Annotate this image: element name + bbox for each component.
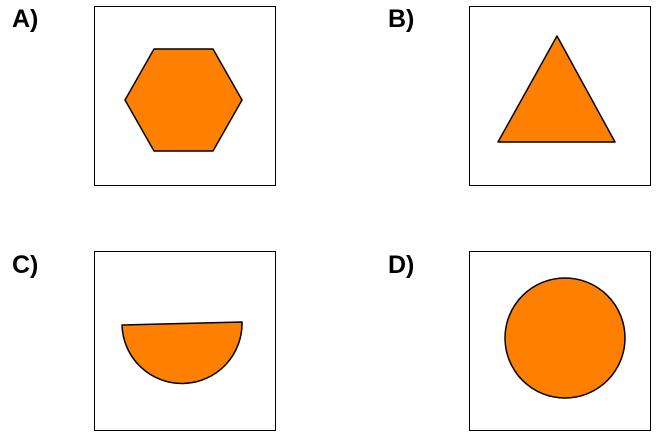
option-a-label: A) [12,5,39,33]
circle-shape [504,277,626,399]
option-c-label: C) [12,251,39,279]
hexagon-shape [124,48,243,152]
triangle-shape [497,35,616,143]
half-circle-shape [121,321,243,385]
option-b-label: B) [388,5,415,33]
option-d-label: D) [388,251,415,279]
